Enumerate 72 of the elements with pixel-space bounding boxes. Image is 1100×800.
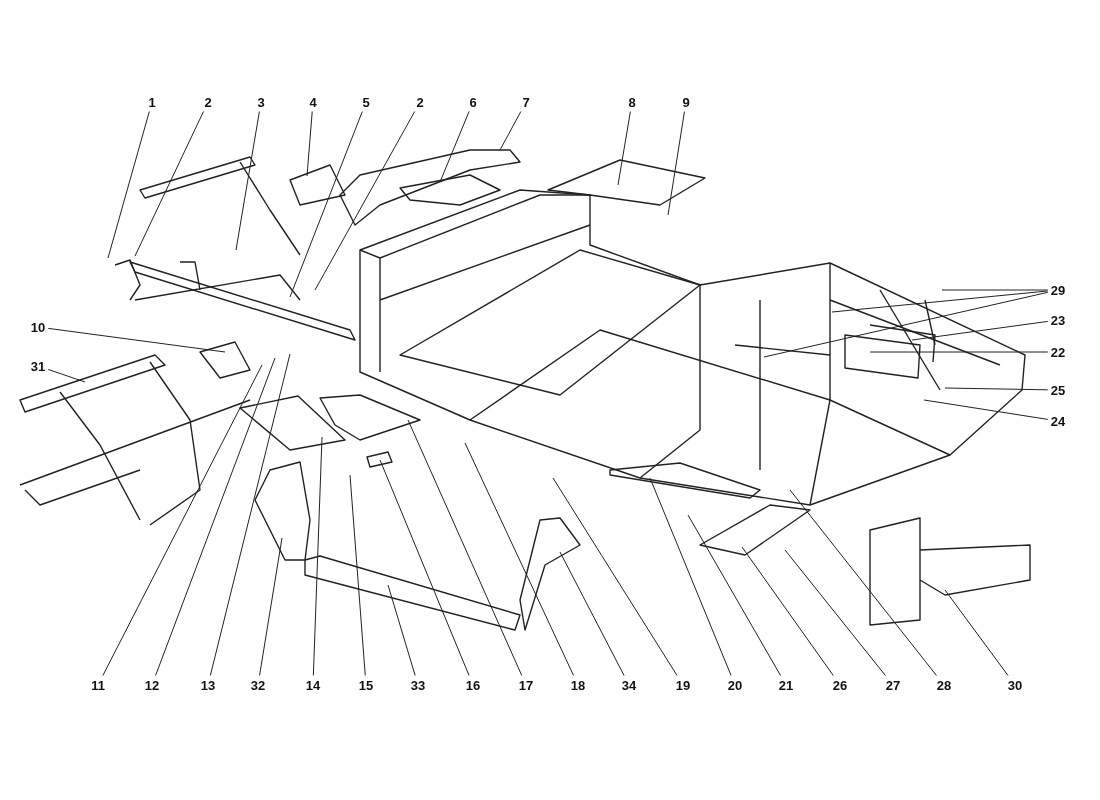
- callout-number: 25: [1049, 382, 1067, 398]
- leader-line: [617, 111, 631, 186]
- leader-line: [155, 357, 276, 676]
- callout-number: 27: [884, 677, 902, 693]
- leader-line: [763, 291, 1049, 358]
- leader-line: [209, 353, 291, 676]
- leader-line: [499, 111, 522, 151]
- callout-number: 14: [304, 677, 322, 693]
- leader-line: [379, 459, 470, 676]
- callout-number: 16: [464, 677, 482, 693]
- callout-number: 19: [674, 677, 692, 693]
- callout-number: 21: [777, 677, 795, 693]
- leader-line: [552, 477, 678, 676]
- leader-line: [464, 442, 575, 676]
- leader-line: [312, 436, 323, 676]
- leader-line: [944, 589, 1009, 676]
- callout-number: 20: [726, 677, 744, 693]
- leader-line: [134, 111, 204, 257]
- leader-line: [784, 549, 886, 676]
- callout-number: 31: [29, 358, 47, 374]
- leader-line: [923, 399, 1049, 420]
- leader-line: [869, 351, 1049, 353]
- leader-line: [407, 419, 523, 676]
- callout-number: 2: [203, 94, 213, 110]
- leader-line: [47, 327, 226, 353]
- callout-number: 18: [569, 677, 587, 693]
- callout-number: 5: [361, 94, 371, 110]
- leader-line: [911, 320, 1049, 341]
- callout-number: 10: [29, 319, 47, 335]
- leader-line: [47, 369, 86, 383]
- callout-number: 11: [90, 677, 106, 693]
- leader-line: [439, 111, 470, 183]
- leader-line: [789, 489, 937, 676]
- leader-line: [387, 584, 416, 676]
- callout-number: 28: [935, 677, 953, 693]
- callout-number: 3: [256, 94, 266, 110]
- callout-number: 6: [468, 94, 478, 110]
- callout-number: 26: [831, 677, 849, 693]
- callout-number: 8: [627, 94, 637, 110]
- callout-number: 22: [1049, 344, 1067, 360]
- leader-line: [649, 477, 732, 676]
- callout-number: 15: [357, 677, 375, 693]
- leader-line: [102, 364, 263, 676]
- callout-number: 33: [409, 677, 427, 693]
- callout-number: 7: [521, 94, 531, 110]
- callout-number: 23: [1049, 312, 1067, 328]
- leader-line: [941, 289, 1049, 291]
- callout-number: 1: [147, 94, 157, 110]
- leader-line: [831, 290, 1049, 313]
- leader-line: [306, 111, 313, 177]
- leader-line: [667, 111, 685, 216]
- leader-line: [107, 111, 150, 259]
- callout-number: 24: [1049, 413, 1067, 429]
- callout-number: 13: [199, 677, 217, 693]
- leader-line: [349, 474, 366, 676]
- leader-line: [687, 514, 781, 676]
- callout-number: 12: [143, 677, 161, 693]
- leader-line: [235, 111, 260, 251]
- leader-line: [314, 111, 416, 291]
- callout-number: 32: [249, 677, 267, 693]
- callout-number: 29: [1049, 282, 1067, 298]
- callout-number: 34: [620, 677, 638, 693]
- leader-line: [259, 537, 283, 676]
- leader-line: [289, 111, 363, 298]
- callout-number: 9: [681, 94, 691, 110]
- leader-line: [559, 551, 625, 676]
- callout-number: 30: [1006, 677, 1024, 693]
- leader-line: [741, 546, 834, 676]
- callout-number: 17: [517, 677, 535, 693]
- callout-number: 4: [308, 94, 318, 110]
- leader-line: [944, 387, 1049, 391]
- callout-number: 2: [415, 94, 425, 110]
